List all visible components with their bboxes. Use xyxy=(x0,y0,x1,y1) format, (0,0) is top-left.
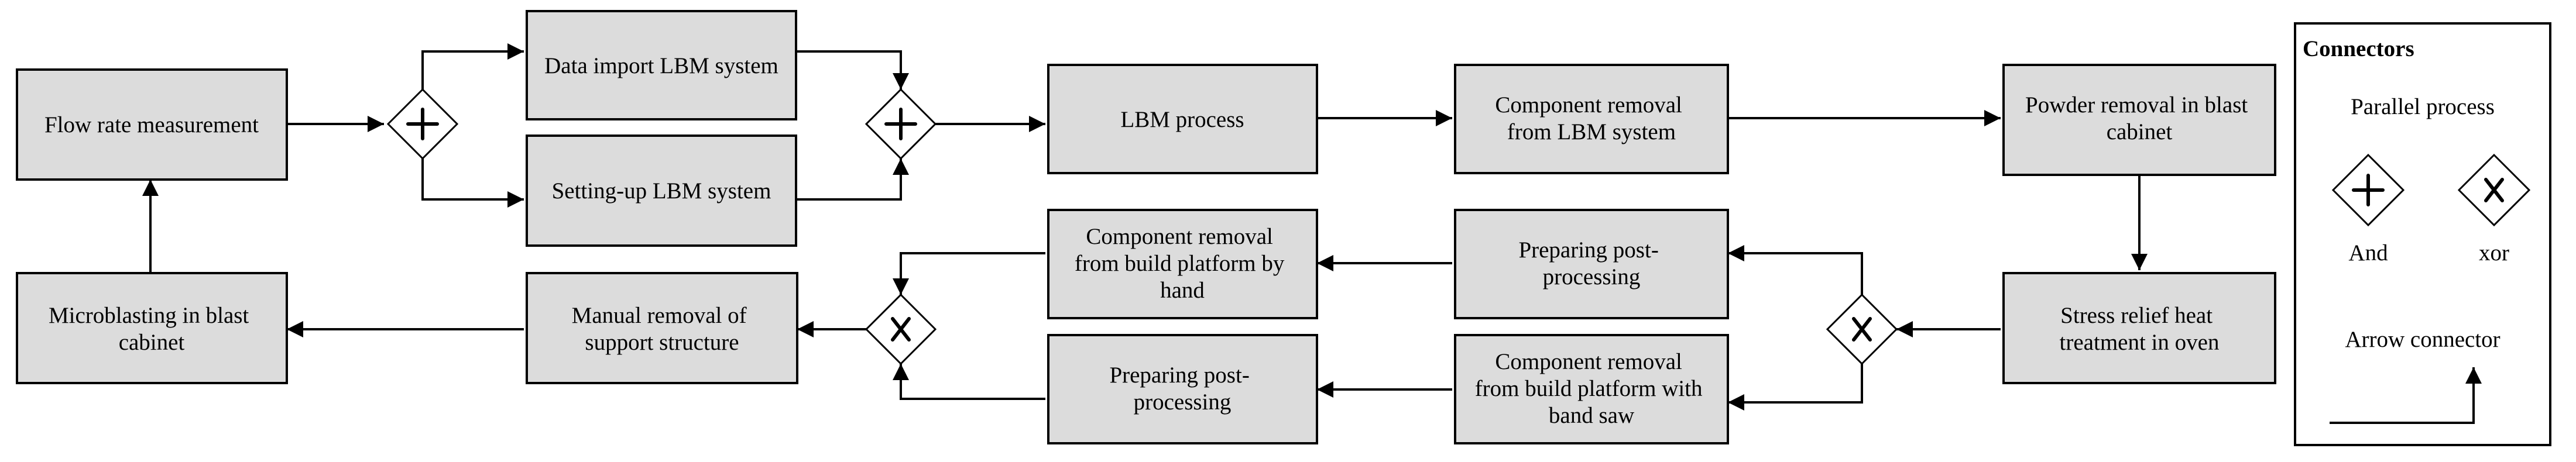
and-gate-join xyxy=(865,88,937,160)
box-stress-relief-heat-treatment: Stress relief heat treatment in oven xyxy=(2002,272,2276,384)
connectors xyxy=(142,43,2148,411)
svg-text:Setting-up LBM system: Setting-up LBM system xyxy=(552,178,771,204)
box-setting-up-lbm-system: Setting-up LBM system xyxy=(526,135,797,247)
svg-text:Component removal from L: Component removal from LBM system xyxy=(1495,92,1687,144)
box-component-removal-by-hand: Component removal from build platform by… xyxy=(1047,209,1318,319)
box-powder-removal-blast-cabinet: Powder removal in blast cabinet xyxy=(2002,64,2276,176)
xor-gate-join xyxy=(865,293,937,366)
box-preparing-post-processing-lower: Preparing post- processing xyxy=(1047,334,1318,444)
svg-text:Component removal from b: Component removal from build platform wi… xyxy=(1475,349,1709,428)
svg-text:Stress relief heat treat: Stress relief heat treatment in oven xyxy=(2060,303,2220,355)
svg-text:Manual removal of suppor: Manual removal of support structure xyxy=(572,303,753,355)
svg-text:Data import LBM system: Data import LBM system xyxy=(544,53,778,78)
legend-and-gate-icon xyxy=(2331,153,2405,227)
legend-and-label: And xyxy=(2348,240,2388,266)
legend-arrow-connector-icon xyxy=(2330,367,2482,424)
and-gate-split xyxy=(386,88,459,160)
svg-text:Component removal from b: Component removal from build platform by… xyxy=(1075,224,1290,303)
legend-arrow-connector-label: Arrow connector xyxy=(2345,327,2500,352)
svg-text:Flow rate measurement: Flow rate measurement xyxy=(44,112,259,137)
legend-parallel-process: Parallel process xyxy=(2351,94,2495,119)
svg-text:Preparing post- processi: Preparing post- processing xyxy=(1518,237,1664,289)
legend-title: Connectors xyxy=(2303,36,2414,61)
legend: Connectors Parallel process And xor Arro… xyxy=(2294,22,2551,446)
legend-frame xyxy=(2294,22,2551,446)
box-flow-rate-measurement: Flow rate measurement xyxy=(16,68,288,181)
xor-gate-split xyxy=(1826,293,1898,366)
box-component-removal-lbm-system: Component removal from LBM system xyxy=(1454,64,1729,174)
svg-text:Microblasting in blast c: Microblasting in blast cabinet xyxy=(49,303,255,355)
box-microblasting-blast-cabinet: Microblasting in blast cabinet xyxy=(16,272,288,384)
svg-text:Preparing post- processi: Preparing post- processing xyxy=(1109,363,1255,415)
svg-text:LBM process: LBM process xyxy=(1120,107,1244,132)
svg-text:Powder removal in blast: Powder removal in blast cabinet xyxy=(2025,92,2253,144)
legend-xor-label: xor xyxy=(2479,240,2509,266)
legend-xor-gate-icon xyxy=(2457,153,2531,227)
box-manual-removal-support-structure: Manual removal of support structure xyxy=(526,272,798,384)
box-data-import-lbm-system: Data import LBM system xyxy=(526,10,797,120)
box-component-removal-band-saw: Component removal from build platform wi… xyxy=(1454,334,1729,444)
box-lbm-process: LBM process xyxy=(1047,64,1318,174)
box-preparing-post-processing-upper: Preparing post- processing xyxy=(1454,209,1729,319)
